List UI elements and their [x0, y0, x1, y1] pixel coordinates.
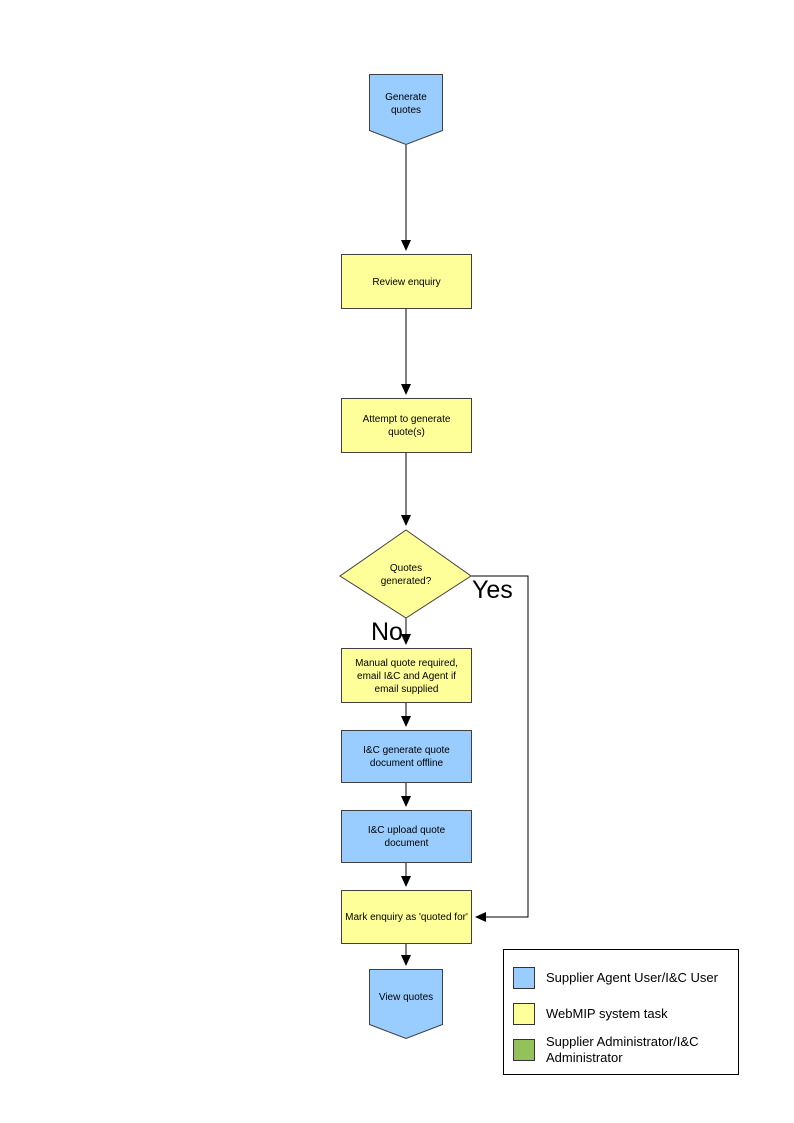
- legend-item-supplier-agent: Supplier Agent User/I&C User: [513, 967, 718, 989]
- legend-item-webmip-task: WebMIP system task: [513, 1003, 668, 1025]
- node-attempt-generate-shape: [341, 398, 472, 453]
- node-upload-quote-shape: [341, 810, 472, 863]
- node-generate-quotes-shape: [369, 74, 443, 146]
- legend: Supplier Agent User/I&C User WebMIP syst…: [503, 949, 739, 1075]
- node-view-quotes-shape: [369, 969, 443, 1040]
- node-manual-quote-shape: [341, 648, 472, 703]
- node-generate-offline-shape: [341, 730, 472, 783]
- legend-label: Supplier Administrator/I&C Administrator: [546, 1034, 699, 1065]
- node-quotes-generated-shape: [339, 529, 472, 619]
- edge-decision-yes-to-mark: [471, 575, 529, 922]
- legend-item-supplier-admin: Supplier Administrator/I&C Administrator: [513, 1034, 732, 1066]
- node-mark-quoted-shape: [341, 890, 472, 944]
- legend-label: Supplier Agent User/I&C User: [546, 970, 718, 985]
- legend-label: WebMIP system task: [546, 1006, 668, 1021]
- legend-swatch-blue: [513, 967, 535, 989]
- node-review-enquiry-shape: [341, 254, 472, 309]
- legend-swatch-yellow: [513, 1003, 535, 1025]
- legend-swatch-green: [513, 1039, 535, 1061]
